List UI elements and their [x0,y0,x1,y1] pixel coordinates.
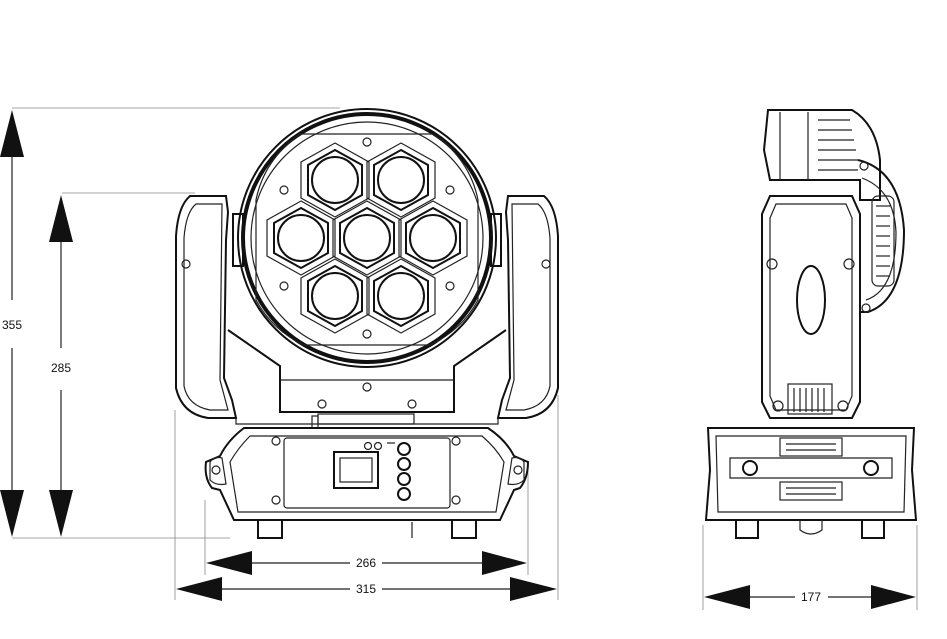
screw-icon [271,436,281,446]
foot [861,519,885,539]
led-lens-icon [409,214,457,262]
screw-icon [445,281,455,291]
indicator-icon [373,441,383,451]
screw-icon [362,329,372,339]
screw-icon [362,382,372,392]
screw-icon [362,137,372,147]
screw-icon [742,460,758,476]
screw-icon [279,185,289,195]
base-unit [204,427,530,539]
led-lens-icon [377,272,425,320]
head-screws [279,137,455,339]
screw-icon [451,495,461,505]
foot [257,519,283,539]
screw-icon [861,303,871,313]
button-icon [397,457,411,471]
screw-icon [451,436,461,446]
screw-icon [407,399,417,409]
indicator-icon [363,441,373,451]
screw-icon [772,400,784,412]
dim-315-label: 315 [356,582,376,596]
foot [451,519,477,539]
left-yoke-arm [175,195,238,419]
led-lens-icon [377,156,425,204]
side-base [704,427,918,539]
button-icon [397,472,411,486]
screw-icon [766,258,778,270]
led-lens-icon [311,272,359,320]
screw-icon [211,465,221,475]
screw-icon [271,495,281,505]
screw-icon [859,161,869,171]
screw-icon [541,259,551,269]
dimension-width-arms: 266 [206,551,527,575]
button-icon [397,442,411,456]
led-lenses [277,156,457,320]
screw-icon [181,259,191,269]
yoke-body [227,329,507,429]
foot [735,519,759,539]
screw-icon [837,400,849,412]
right-yoke-arm [496,195,559,419]
dim-266-label: 266 [356,556,376,570]
led-lens-icon [277,214,325,262]
moving-head [237,108,497,368]
extension-lines [12,107,918,610]
dimension-depth: 177 [704,585,916,609]
screw-icon [445,185,455,195]
side-view [704,109,918,539]
dimension-height-head: 285 [49,195,73,537]
dim-285-label: 285 [51,361,71,375]
led-lens-icon [311,156,359,204]
lcd-display [333,451,379,489]
side-yoke-arm [761,195,861,419]
screw-icon [279,281,289,291]
control-panel [283,437,451,509]
dim-177-label: 177 [801,590,821,604]
screw-icon [513,465,523,475]
dim-355-label: 355 [2,318,22,332]
screw-icon [863,460,879,476]
screw-icon [317,399,327,409]
led-lens-icon [343,214,391,262]
dimension-height-total: 355 [0,110,24,537]
front-view [175,108,559,539]
lens-hex-grid [266,142,468,334]
button-icon [397,487,411,501]
dimension-width-base: 315 [176,577,557,601]
side-head [762,109,906,313]
screw-icon [843,258,855,270]
